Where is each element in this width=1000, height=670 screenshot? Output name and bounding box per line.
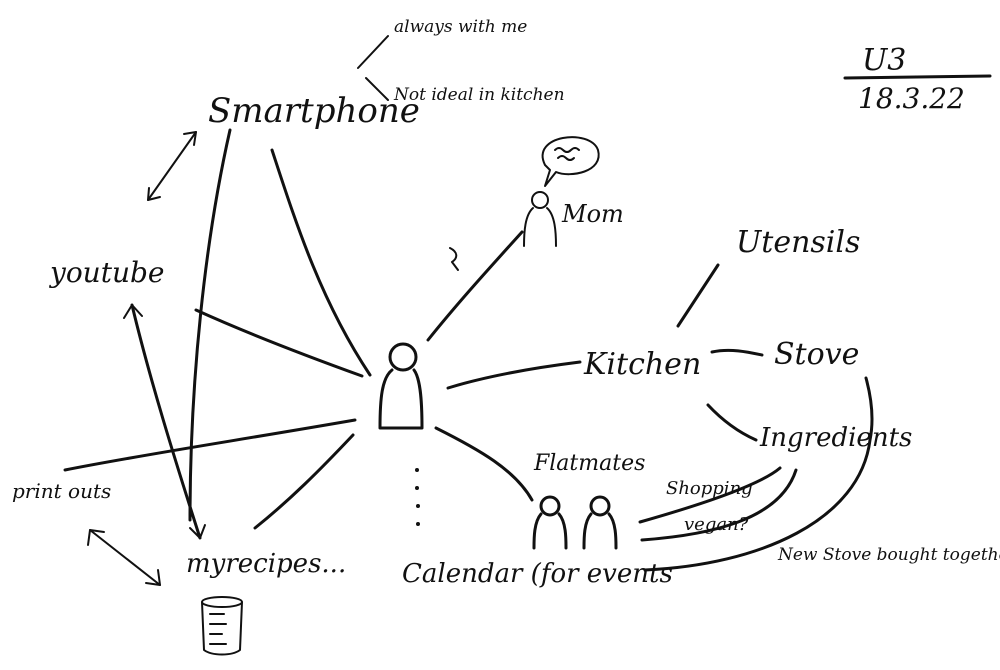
header-underline (843, 74, 992, 80)
telephone-icon (449, 247, 459, 271)
node-flatmates: Flatmates (533, 451, 645, 476)
link-person-smartphone (270, 148, 372, 377)
link-person-flatmates (434, 426, 534, 502)
node-utensils: Utensils (736, 225, 860, 260)
link-person-printouts (63, 418, 357, 472)
node-smartphone: Smartphone (208, 91, 420, 131)
link-smartphone-myrecipes (188, 128, 232, 522)
smartphone-note-connector-1 (357, 35, 389, 69)
link-kitchen-ingredients (706, 403, 758, 442)
link-person-youtube (194, 308, 364, 378)
node-print-outs: print outs (12, 479, 111, 503)
node-kitchen: Kitchen (583, 347, 701, 382)
central-person-figure (378, 342, 424, 430)
arrow-printouts-myrecipes (87, 529, 161, 586)
flatmates-figures (532, 495, 618, 550)
mom-figure (523, 191, 557, 247)
arrow-youtube-myrecipes (123, 303, 206, 540)
note-shopping: Shopping (666, 478, 753, 499)
link-person-kitchen (446, 360, 582, 390)
sheet-date: 18.3.22 (858, 82, 965, 115)
note-new-stove: New Stove bought together (777, 545, 1000, 565)
link-flatmates-ingredients-vegan (640, 468, 798, 542)
link-person-mom (426, 230, 524, 342)
smartphone-note-not-ideal: Not ideal in kitchen (393, 85, 565, 105)
sheet-code: U3 (862, 43, 906, 78)
smartphone-note-always-with-me: always with me (394, 17, 527, 37)
smartphone-note-connector-2 (365, 77, 389, 101)
node-stove: Stove (774, 337, 859, 372)
node-ingredients: Ingredients (759, 423, 912, 453)
link-kitchen-stove (710, 348, 764, 357)
link-flatmates-stove (643, 376, 874, 572)
node-mom: Mom (561, 200, 624, 228)
node-calendar: Calendar (for events (402, 559, 673, 589)
node-myrecipes: myrecipes... (186, 549, 346, 579)
recipe-storage-icon (201, 596, 243, 656)
link-flatmates-ingredients-shopping (638, 466, 782, 524)
link-person-calendar-dotted (415, 468, 420, 526)
link-person-myrecipes (253, 433, 355, 530)
mom-speech-bubble (541, 136, 600, 187)
node-youtube: youtube (48, 256, 165, 289)
link-kitchen-utensils (676, 263, 720, 328)
arrow-smartphone-youtube (147, 131, 197, 201)
note-vegan: vegan? (684, 514, 749, 535)
